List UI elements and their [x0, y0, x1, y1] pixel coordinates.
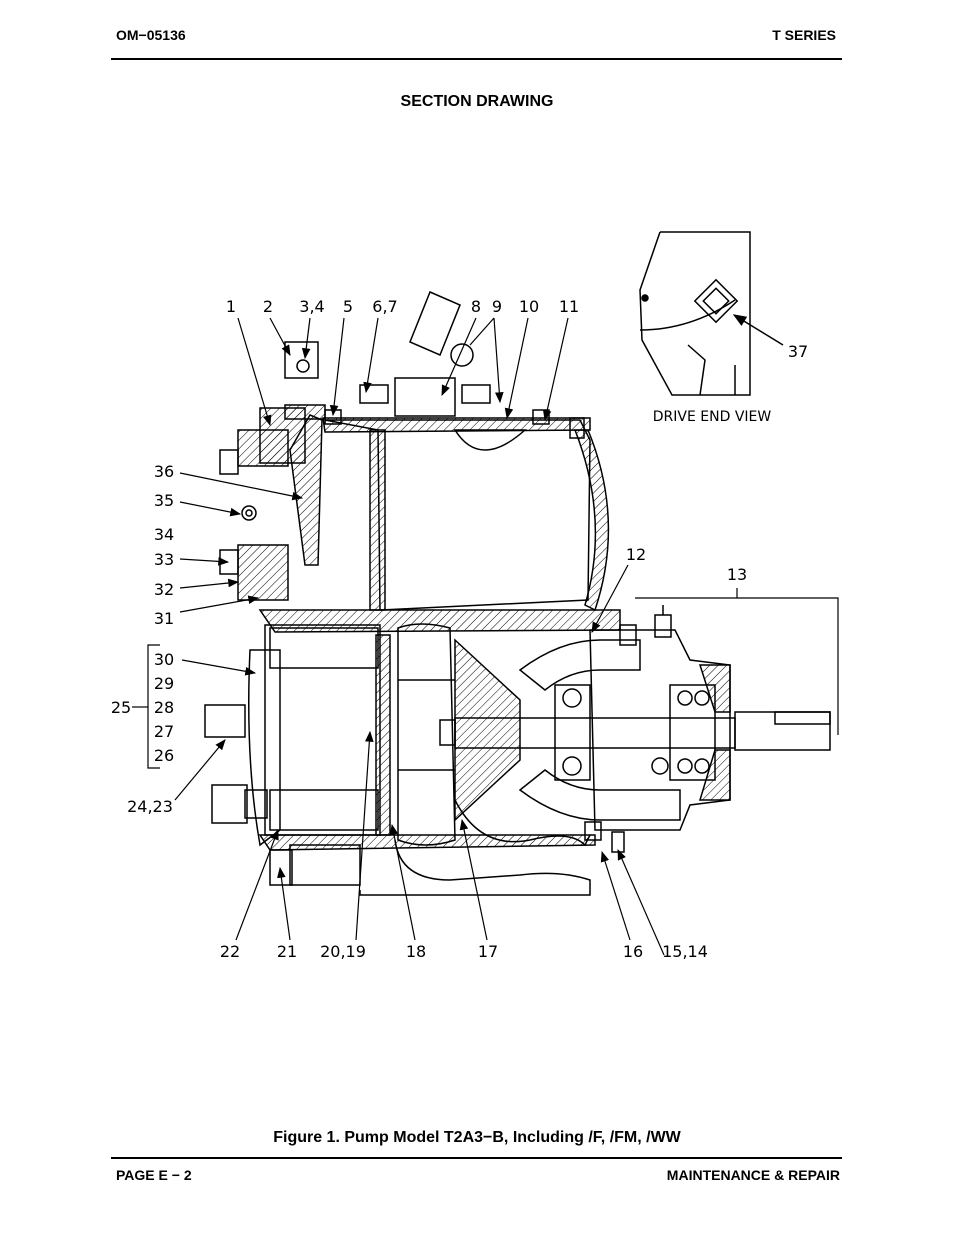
- callout-27: 27: [154, 722, 174, 741]
- callout-5: 5: [343, 297, 353, 316]
- callout-28: 28: [154, 698, 174, 717]
- callout-29: 29: [154, 674, 174, 693]
- callout-9: 9: [492, 297, 502, 316]
- drive-end-view-label: DRIVE END VIEW: [653, 409, 772, 425]
- document-id: OM−05136: [116, 27, 186, 43]
- callout-31: 31: [154, 609, 174, 628]
- pump-body: [204, 291, 831, 896]
- callout-16: 16: [623, 942, 643, 961]
- leader-lines: [132, 317, 839, 956]
- callout-18: 18: [406, 942, 426, 961]
- page-number: PAGE E − 2: [116, 1167, 192, 1183]
- section-title: SECTION DRAWING: [400, 93, 554, 110]
- callout-10: 10: [519, 297, 539, 316]
- drive-end-view: [639, 231, 784, 396]
- series-label: T SERIES: [772, 27, 836, 43]
- callout-20-19: 20,19: [320, 942, 366, 961]
- callout-6-7: 6,7: [372, 297, 397, 316]
- callout-3-4: 3,4: [299, 297, 324, 316]
- callout-24-23: 24,23: [127, 797, 173, 816]
- callout-8: 8: [471, 297, 481, 316]
- footer-rule: [111, 1157, 842, 1159]
- callout-34: 34: [154, 525, 174, 544]
- callout-17: 17: [478, 942, 498, 961]
- callout-2: 2: [263, 297, 273, 316]
- callout-1: 1: [226, 297, 236, 316]
- callout-22: 22: [220, 942, 240, 961]
- callout-33: 33: [154, 550, 174, 569]
- callout-11: 11: [559, 297, 579, 316]
- section-name: MAINTENANCE & REPAIR: [666, 1167, 840, 1183]
- callout-32: 32: [154, 580, 174, 599]
- callout-12: 12: [626, 545, 646, 564]
- callout-26: 26: [154, 746, 174, 765]
- callout-30: 30: [154, 650, 174, 669]
- callout-37: 37: [788, 342, 808, 361]
- callout-25: 25: [111, 698, 131, 717]
- header-rule: [111, 58, 842, 60]
- callout-35: 35: [154, 491, 174, 510]
- callout-labels: 1 2 3,4 5 6,7 8 9 10 11 12 13 15,14 16 1…: [111, 297, 808, 961]
- callout-15-14: 15,14: [662, 942, 708, 961]
- callout-36: 36: [154, 462, 174, 481]
- callout-21: 21: [277, 942, 297, 961]
- figure-caption: Figure 1. Pump Model T2A3−B, Including /…: [273, 1129, 681, 1146]
- callout-13: 13: [727, 565, 747, 584]
